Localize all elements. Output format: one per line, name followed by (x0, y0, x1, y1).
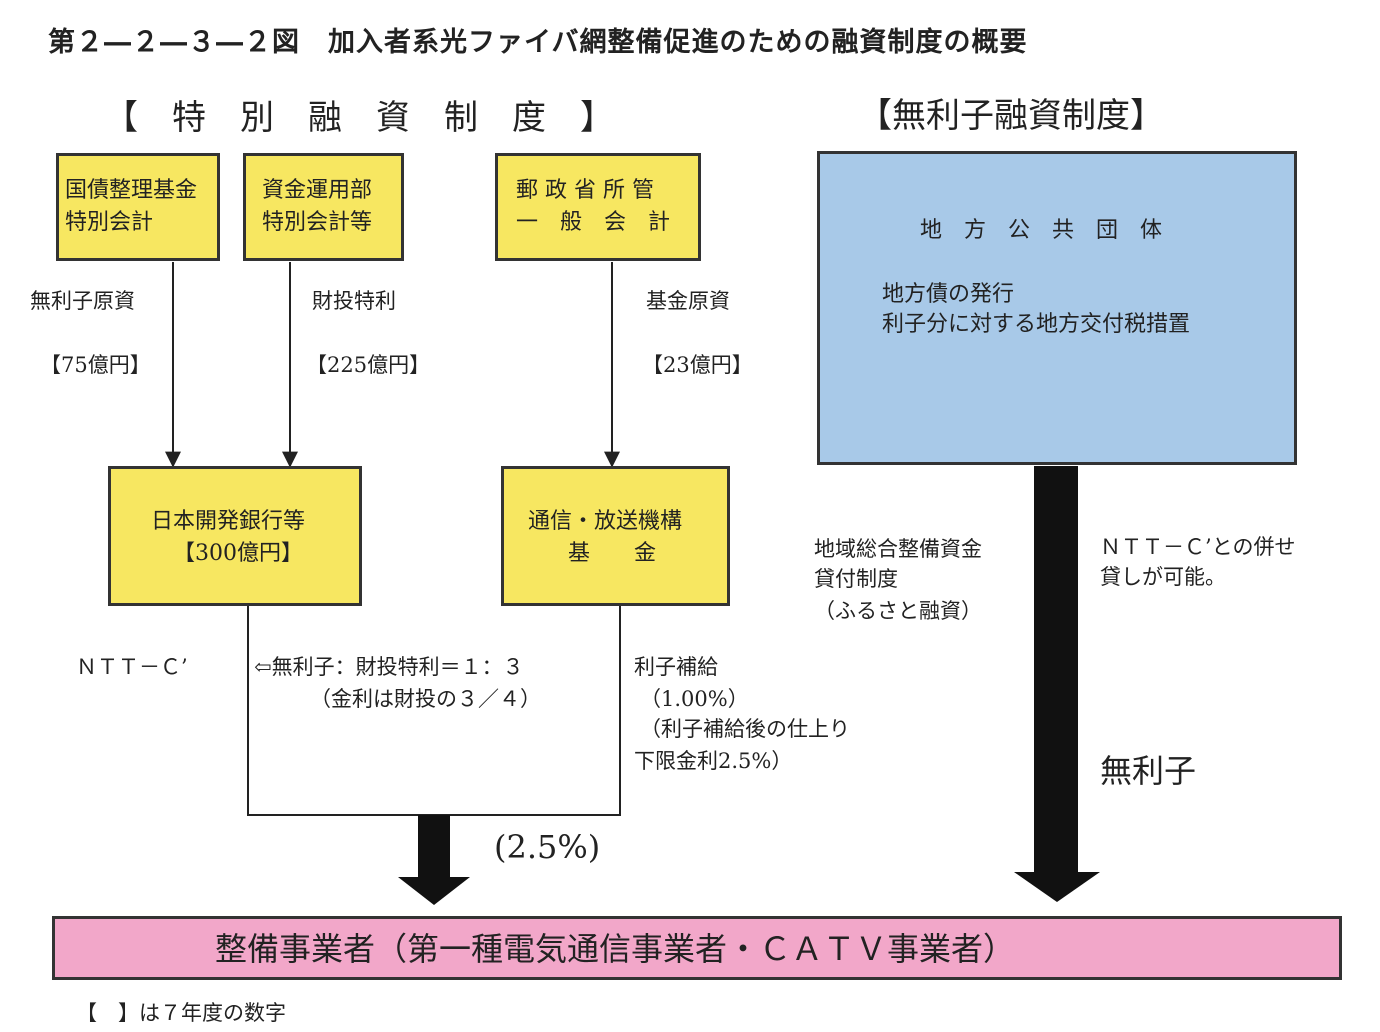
target-box: 整備事業者（第一種電気通信事業者・ＣＡＴＶ事業者） (52, 916, 1342, 980)
note-regional-line3: （ふるさと融資） (814, 599, 982, 623)
devbank-line2: 【300億円】 (173, 541, 303, 566)
note-subsidy-line3: （利子補給後の仕上り (640, 717, 850, 741)
source-line1: 郵 政 省 所 管 (516, 178, 654, 203)
note-rate: (2.5%) (494, 828, 601, 866)
flow-label-fund: 基金原資 (646, 289, 730, 313)
flow-label-free: 無利子原資 (30, 289, 135, 313)
local-government-line2: 利子分に対する地方交付税措置 (882, 312, 1191, 337)
footnote: 【 】は７年度の数字 (76, 1001, 286, 1025)
note-combo-line2: 貸しが可能。 (1100, 565, 1226, 589)
note-subsidy-line4: 下限金利2.5%） (634, 749, 793, 773)
source-box-debt-fund: 国債整理基金 特別会計 (56, 153, 220, 261)
flow-amount-225: 【225億円】 (306, 353, 431, 377)
source-line2: 特別会計 (65, 210, 154, 235)
note-subsidy-line1: 利子補給 (634, 655, 718, 679)
source-box-ministry: 郵 政 省 所 管 一 般 会 計 (495, 153, 701, 261)
source-line2: 一 般 会 計 (516, 210, 671, 235)
local-government-line1: 地方債の発行 (882, 282, 1015, 307)
source-box-trust-fund: 資金運用部 特別会計等 (243, 153, 404, 261)
note-no-interest: 無利子 (1100, 752, 1197, 790)
note-ntt-left: ＮＴＴ－Ｃ’ (76, 655, 188, 679)
fund-line1: 通信・放送機構 (528, 509, 683, 534)
fund-line2: 基 金 (568, 541, 657, 566)
local-government-title: 地 方 公 共 団 体 (920, 218, 1163, 243)
devbank-line1: 日本開発銀行等 (151, 509, 306, 534)
fund-box: 通信・放送機構 基 金 (501, 466, 730, 606)
thick-arrow-right (1014, 466, 1100, 902)
section-interest-free-loan: 【無利子融資制度】 (858, 96, 1164, 136)
page-title: 第２―２―３―２図 加入者系光ファイバ網整備促進のための融資制度の概要 (48, 27, 1028, 58)
target-label: 整備事業者（第一種電気通信事業者・ＣＡＴＶ事業者） (215, 930, 1016, 968)
note-ratio-line1: ⇦無利子：財投特利＝１：３ (254, 655, 524, 679)
note-ratio-line2: （金利は財投の３／４） (310, 687, 541, 711)
note-regional-line1: 地域総合整備資金 (814, 537, 982, 561)
source-line2: 特別会計等 (262, 210, 373, 235)
thick-arrow-left (398, 815, 470, 905)
flow-amount-23: 【23億円】 (642, 353, 753, 377)
note-subsidy-line2: （1.00%） (640, 687, 749, 711)
source-line1: 資金運用部 (262, 178, 373, 203)
flow-label-fiscal: 財投特利 (312, 289, 396, 313)
section-special-loan: 【 特 別 融 資 制 度 】 (104, 98, 614, 138)
source-line1: 国債整理基金 (65, 178, 198, 203)
devbank-box: 日本開発銀行等 【300億円】 (108, 466, 362, 606)
flow-amount-75: 【75億円】 (40, 353, 151, 377)
local-government-box: 地 方 公 共 団 体 地方債の発行 利子分に対する地方交付税措置 (817, 151, 1297, 465)
note-regional-line2: 貸付制度 (814, 567, 898, 591)
note-combo-line1: ＮＴＴ－Ｃ’との併せ (1100, 535, 1296, 559)
